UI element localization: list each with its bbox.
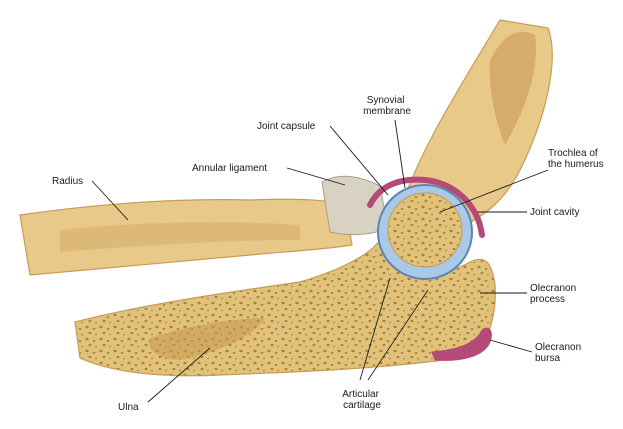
label-annular-ligament: Annular ligament	[192, 163, 267, 174]
label-articular-cartilage: Articular cartilage	[342, 389, 381, 411]
trochlea-head	[388, 193, 462, 267]
label-synovial-membrane-line1: Synovial	[367, 95, 405, 106]
label-joint-cavity: Joint cavity	[530, 207, 579, 218]
label-synovial-membrane: Synovial membrane	[363, 95, 411, 117]
label-olecranon-bursa-line1: Olecranon	[535, 342, 581, 353]
label-articular-cartilage-line1: Articular	[342, 389, 379, 400]
label-olecranon-bursa: Olecranon bursa	[535, 342, 584, 364]
label-radius: Radius	[52, 176, 83, 187]
label-olecranon-process-line1: Olecranon	[530, 283, 576, 294]
label-olecranon-process-line2: process	[530, 294, 565, 305]
leader-synovial-membrane	[395, 120, 405, 188]
label-olecranon-process: Olecranon process	[530, 283, 579, 305]
label-ulna: Ulna	[118, 402, 139, 413]
label-synovial-membrane-line2: membrane	[363, 106, 411, 117]
label-trochlea-line1: Trochlea of	[548, 148, 598, 159]
label-joint-capsule: Joint capsule	[257, 121, 316, 132]
leader-olecranon-bursa	[490, 340, 532, 352]
label-articular-cartilage-line2: cartilage	[343, 400, 381, 411]
label-trochlea: Trochlea of the humerus	[548, 148, 604, 170]
label-olecranon-bursa-line2: bursa	[535, 353, 560, 364]
label-trochlea-line2: the humerus	[548, 159, 604, 170]
